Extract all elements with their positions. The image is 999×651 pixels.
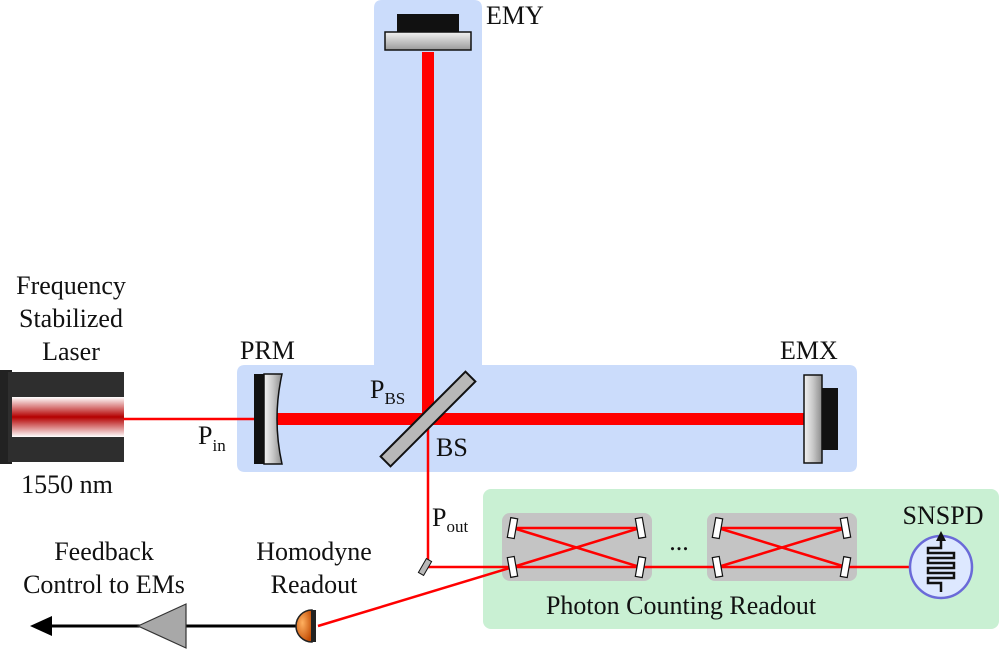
label-p-bs: PBS — [370, 375, 405, 408]
label-laser-line2: Stabilized — [19, 304, 123, 333]
label-laser-line1: Frequency — [16, 271, 126, 300]
cavity-mirrors — [506, 516, 852, 579]
amplifier-triangle — [136, 603, 187, 649]
label-p-out: Pout — [432, 503, 468, 536]
label-laser-line3: Laser — [42, 337, 100, 366]
homodyne-detector — [295, 609, 316, 643]
label-feedback-line1: Feedback — [54, 537, 154, 566]
feedback-arrow — [30, 603, 300, 649]
laser-beams — [124, 52, 934, 628]
interferometer-region — [237, 0, 857, 472]
label-photon-counting: Photon Counting Readout — [546, 591, 817, 620]
label-homodyne-line2: Readout — [271, 570, 358, 599]
laser-source — [0, 370, 124, 464]
label-snspd: SNSPD — [903, 501, 984, 530]
label-bs: BS — [436, 433, 468, 462]
beam-to-homodyne — [317, 565, 514, 628]
label-feedback-line2: Control to EMs — [23, 570, 185, 599]
label-homodyne-line1: Homodyne — [256, 537, 372, 566]
power-recycling-mirror — [254, 373, 283, 465]
label-prm: PRM — [240, 336, 295, 365]
end-mirror-y — [384, 14, 472, 51]
label-wavelength: 1550 nm — [21, 470, 113, 499]
label-emy: EMY — [486, 1, 544, 30]
beam-splitter — [379, 370, 477, 468]
label-ellipsis: ... — [669, 527, 689, 556]
end-mirror-x — [803, 374, 838, 464]
pickoff-mirror — [417, 557, 433, 577]
snspd-detector — [908, 531, 974, 600]
feedback-arrowhead — [30, 616, 52, 636]
label-emx: EMX — [780, 336, 838, 365]
label-p-in: Pin — [198, 421, 226, 455]
